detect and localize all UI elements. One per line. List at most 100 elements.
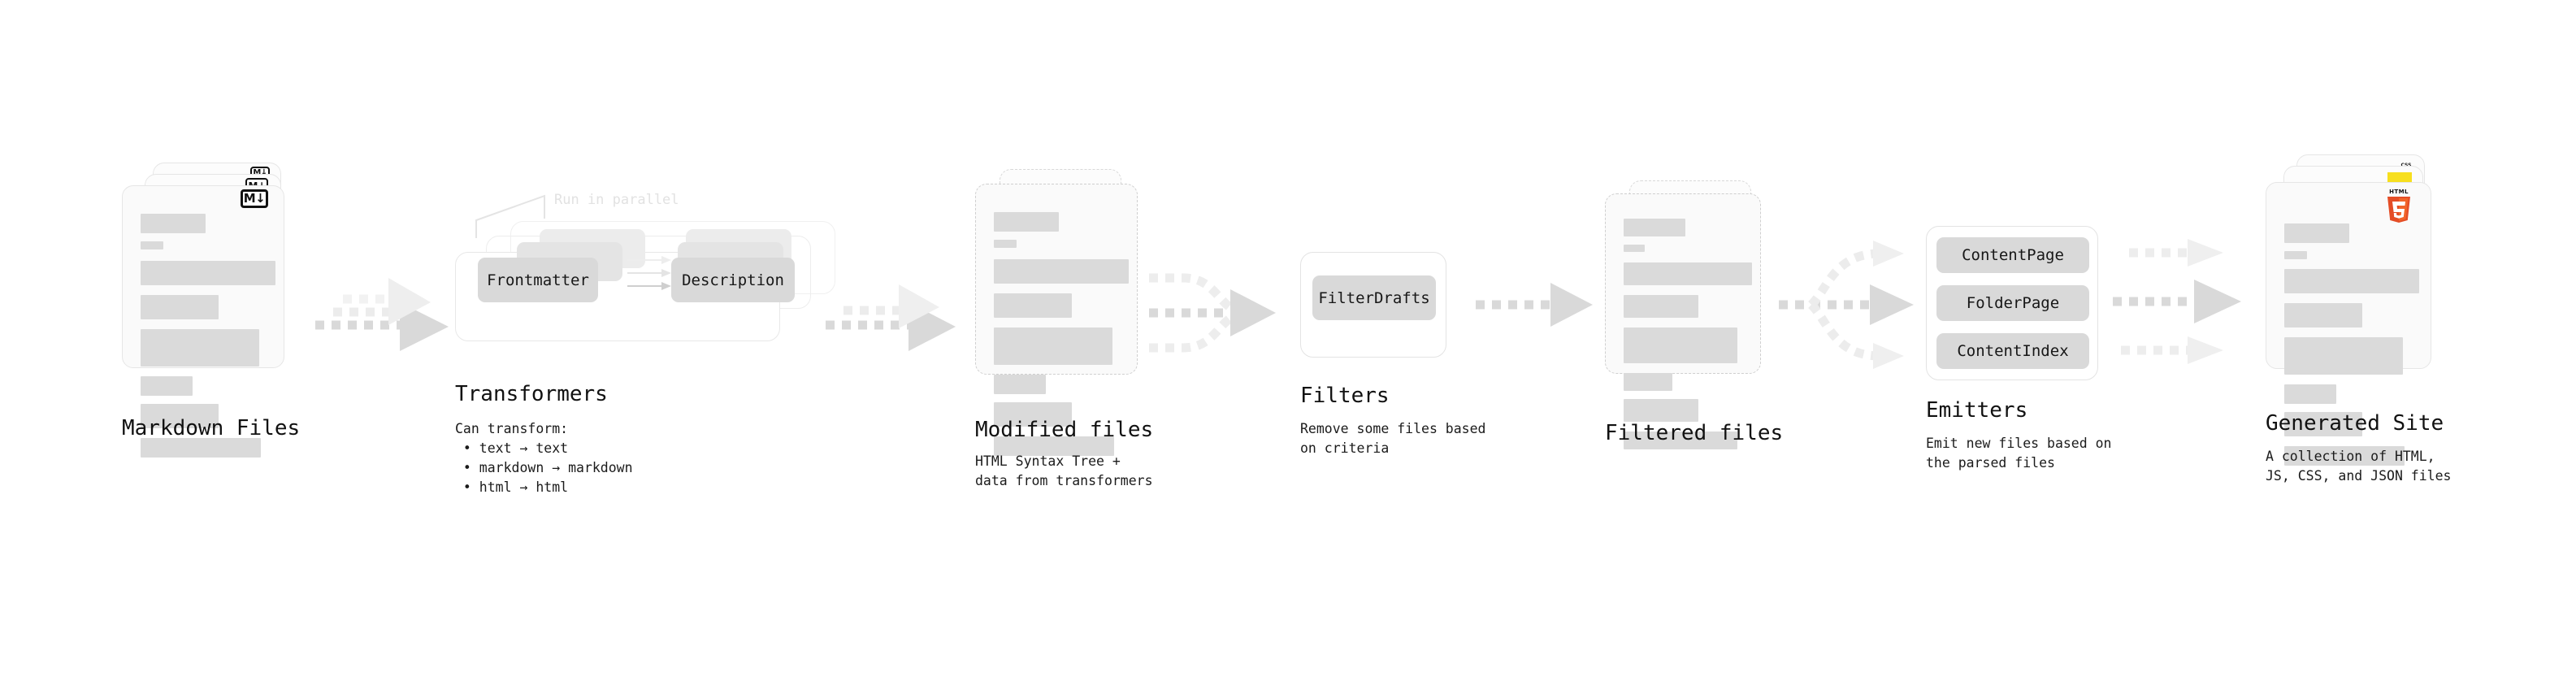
skeleton-bar (2284, 223, 2349, 243)
transformer-chip-frontmatter-label: Frontmatter (487, 271, 589, 289)
arrow-head (1550, 283, 1593, 327)
desc-line: • text → text (455, 440, 569, 456)
arrow-head-faint (1873, 343, 1904, 369)
connector-modified-to-filters (1149, 273, 1276, 353)
connector-filtered-to-emitters (1779, 241, 1914, 369)
heading-transformers: Transformers (455, 382, 608, 406)
description-modified-files-line-1: HTML Syntax Tree + (975, 453, 1121, 469)
skeleton-bar (2284, 251, 2307, 259)
stage-generated-site: CSS HTML (2266, 154, 2440, 466)
transformer-chip-description[interactable]: Description (671, 258, 795, 302)
description-emitters-line-2: the parsed files (1926, 455, 2055, 471)
arrow-head (400, 302, 449, 351)
skeleton-bar (994, 375, 1046, 394)
arrow-head-faint (2188, 336, 2223, 364)
arrow-head-faint (1873, 241, 1904, 267)
svg-text:CSS: CSS (2401, 163, 2412, 168)
desc-line: • html → html (455, 479, 569, 495)
skeleton-bar (141, 214, 206, 233)
description-transformers: Can transform: (455, 419, 568, 439)
skeleton-bar (1624, 327, 1737, 363)
run-in-parallel-bracket (475, 194, 545, 238)
description-modified-files-line-2: data from transformers (975, 473, 1153, 488)
modified-card-stack (975, 169, 1150, 456)
heading-generated-site: Generated Site (2266, 411, 2444, 436)
arrow-head-faint (2188, 239, 2223, 267)
svg-text:HTML: HTML (2389, 189, 2409, 195)
heading-markdown-files: Markdown Files (122, 416, 301, 440)
transformer-chip-description-label: Description (682, 271, 784, 289)
connector-transformers-to-modified (826, 284, 956, 351)
connector-md-to-transformers (315, 278, 449, 351)
skeleton-bar (141, 404, 219, 428)
description-generated-site-line-1: A collection of HTML, (2266, 449, 2435, 464)
description-filters-line-1: Remove some files based (1300, 421, 1486, 436)
description-emitters-line-1: Emit new files based on (1926, 436, 2112, 451)
emitter-chip-contentpage[interactable]: ContentPage (1936, 237, 2089, 273)
modified-card-front (975, 184, 1138, 456)
desc-line: • markdown → markdown (455, 460, 633, 475)
skeleton-bar (2284, 303, 2362, 327)
skeleton-bar (141, 438, 261, 458)
heading-emitters: Emitters (1926, 398, 2028, 423)
skeleton-bar (141, 376, 193, 396)
markdown-card-stack: M↓ M↓ M↓ (122, 163, 297, 458)
arrow-head (1230, 289, 1276, 336)
arrow-head (1870, 284, 1914, 325)
skeleton-bar (1624, 219, 1685, 236)
filter-chip-filterdrafts-label: FilterDrafts (1318, 288, 1430, 307)
description-transformers-item-1: • text → text (455, 439, 568, 458)
transformer-inner-arrows (627, 256, 671, 290)
skeleton-bar (2284, 446, 2405, 466)
skeleton-bar (994, 327, 1112, 365)
arrow-head (2194, 280, 2241, 323)
label-run-in-parallel: Run in parallel (554, 192, 679, 208)
description-generated-site-line-2: JS, CSS, and JSON files (2266, 468, 2452, 484)
heading-modified-files: Modified files (975, 418, 1154, 442)
emitters-box: ContentPage FolderPage ContentIndex (1926, 226, 2098, 380)
heading-filters: Filters (1300, 384, 1390, 408)
markdown-card-front (122, 185, 284, 458)
emitter-chip-contentpage-label: ContentPage (1962, 246, 2064, 264)
emitter-chip-contentindex[interactable]: ContentIndex (1936, 333, 2089, 369)
skeleton-bar (1624, 262, 1752, 285)
filtered-card-stack (1605, 180, 1780, 449)
html5-logo-icon: HTML (2387, 189, 2410, 223)
skeleton-bar (1624, 373, 1672, 391)
skeleton-bar (994, 240, 1017, 248)
skeleton-bar (2284, 337, 2403, 375)
description-transformers-item-2: • markdown → markdown (455, 458, 633, 478)
arrow-head-faint (899, 284, 939, 328)
transformer-chip-frontmatter[interactable]: Frontmatter (478, 258, 598, 302)
description-filters-line-2: on criteria (1300, 440, 1390, 456)
description-transformers-item-3: • html → html (455, 478, 568, 497)
skeleton-bar (1624, 399, 1698, 422)
skeleton-bar (994, 436, 1114, 456)
skeleton-bar (994, 212, 1059, 232)
heading-filtered-files: Filtered files (1605, 421, 1784, 445)
skeleton-bar (994, 293, 1072, 318)
markdown-badge: M↓ (241, 189, 268, 208)
connector-filters-to-filtered (1476, 283, 1593, 327)
stage-modified-files (975, 169, 1150, 456)
skeleton-bar (994, 259, 1129, 284)
emitter-chip-contentindex-label: ContentIndex (1957, 342, 2069, 360)
skeleton-bar (2284, 412, 2362, 436)
arrow-head-faint (388, 278, 431, 325)
desc-line: Can transform: (455, 421, 569, 436)
skeleton-bar (141, 329, 259, 367)
stage-markdown-files: M↓ M↓ M↓ (122, 163, 297, 458)
skeleton-bar (141, 241, 163, 249)
skeleton-bar (1624, 432, 1737, 449)
stage-filtered-files (1605, 180, 1780, 449)
emitter-chip-folderpage[interactable]: FolderPage (1936, 285, 2089, 321)
skeleton-bar (2284, 384, 2336, 404)
filters-box: FilterDrafts (1300, 252, 1446, 358)
skeleton-bar (1624, 245, 1645, 252)
connector-emitters-to-site (2113, 239, 2241, 364)
skeleton-bar (141, 261, 275, 285)
filter-chip-filterdrafts[interactable]: FilterDrafts (1312, 275, 1436, 320)
generated-card-stack: CSS HTML (2266, 154, 2440, 466)
skeleton-bar (141, 295, 219, 319)
